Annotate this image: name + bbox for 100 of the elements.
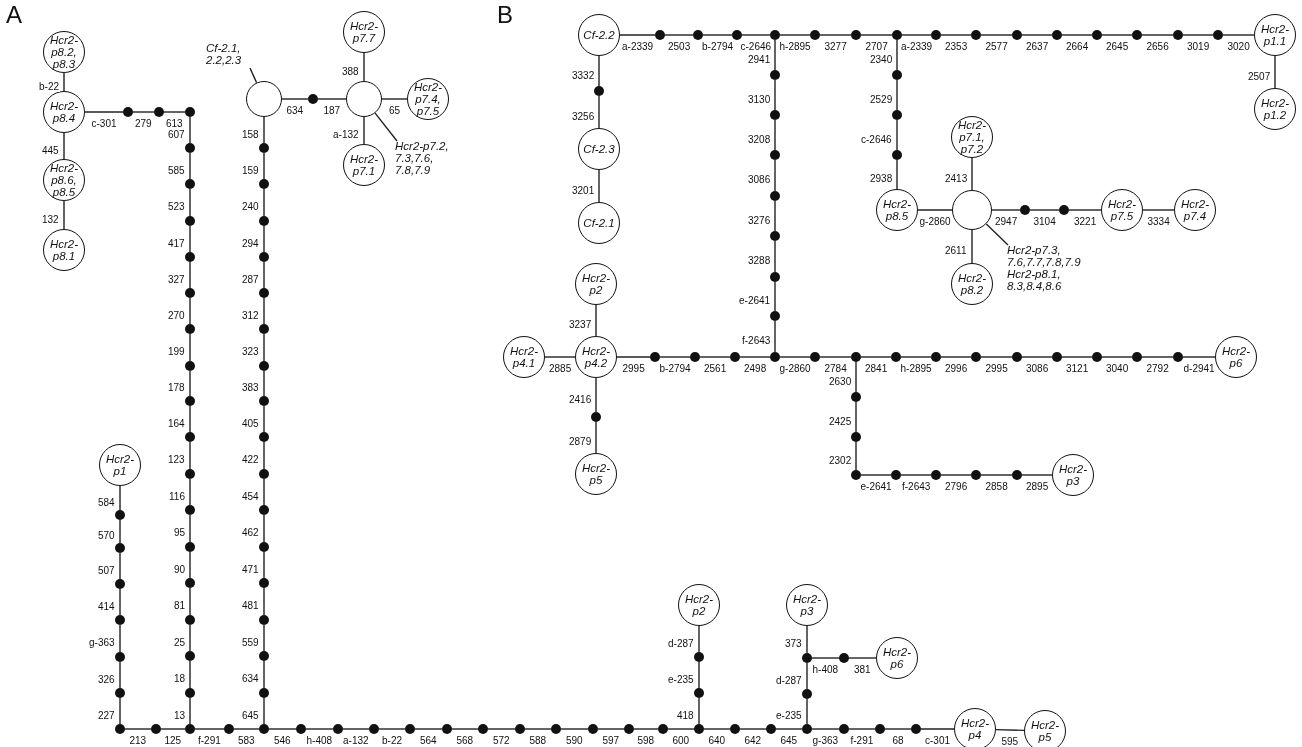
connector-line bbox=[1142, 209, 1175, 211]
median-vector-dot bbox=[259, 688, 269, 698]
median-vector-dot bbox=[185, 469, 195, 479]
edge-label: 642 bbox=[743, 735, 763, 746]
edge-label: h-2895 bbox=[899, 363, 933, 374]
connector-line bbox=[917, 209, 953, 211]
connector-line bbox=[896, 159, 898, 190]
median-vector-dot bbox=[891, 352, 901, 362]
connector-line bbox=[806, 698, 808, 725]
median-vector-dot bbox=[259, 724, 269, 734]
connector-line bbox=[189, 333, 191, 362]
median-vector-dot bbox=[185, 143, 195, 153]
edge-label: g-2860 bbox=[778, 363, 812, 374]
edge-label: 2416 bbox=[568, 393, 593, 405]
median-vector-dot bbox=[971, 470, 981, 480]
edge-label: a-132 bbox=[332, 129, 360, 140]
connector-line bbox=[414, 728, 443, 730]
edge-label: 294 bbox=[241, 237, 260, 249]
median-vector-dot bbox=[123, 107, 133, 117]
connector-line bbox=[667, 728, 695, 730]
connector-line bbox=[595, 421, 597, 454]
connector-line bbox=[995, 728, 1025, 732]
edge-label: 3256 bbox=[571, 110, 596, 122]
median-vector-dot bbox=[259, 252, 269, 262]
haplotype-circle: Hcr2- p7.5 bbox=[1101, 189, 1143, 231]
edge-label: 405 bbox=[241, 417, 260, 429]
edge-label: 2577 bbox=[984, 41, 1009, 52]
edge-label: 3121 bbox=[1065, 363, 1090, 374]
edge-label: 597 bbox=[601, 735, 621, 746]
connector-line bbox=[119, 588, 121, 616]
edge-label: 481 bbox=[241, 600, 260, 611]
median-vector-dot bbox=[259, 578, 269, 588]
haplotype-circle: Cf-2.1 bbox=[578, 202, 620, 244]
connector-line bbox=[774, 240, 776, 273]
edge-label: 213 bbox=[128, 735, 148, 746]
median-vector-dot bbox=[515, 724, 525, 734]
median-vector-dot bbox=[185, 252, 195, 262]
median-vector-dot bbox=[655, 30, 665, 40]
leader-line bbox=[985, 223, 1009, 246]
median-vector-dot bbox=[1052, 30, 1062, 40]
edge-label: 607 bbox=[167, 128, 186, 140]
connector-line bbox=[940, 474, 972, 476]
haplotype-circle: Hcr2- p4 bbox=[954, 708, 996, 747]
median-vector-dot bbox=[875, 724, 885, 734]
connector-line bbox=[595, 304, 597, 337]
edge-label: 471 bbox=[241, 563, 260, 575]
edge-label: 634 bbox=[241, 673, 260, 684]
median-vector-dot bbox=[259, 288, 269, 298]
haplotype-circle: Hcr2- p7.4 bbox=[1174, 189, 1216, 231]
edge-label: 564 bbox=[419, 735, 438, 746]
edge-label: 2353 bbox=[944, 41, 969, 52]
median-vector-dot bbox=[259, 615, 269, 625]
median-vector-dot bbox=[892, 70, 902, 80]
connector-line bbox=[189, 551, 191, 579]
connector-line bbox=[855, 401, 857, 433]
median-vector-dot bbox=[1012, 30, 1022, 40]
edge-label: 2302 bbox=[828, 454, 853, 466]
connector-line bbox=[811, 728, 840, 730]
connector-line bbox=[774, 79, 776, 111]
connector-line bbox=[819, 356, 852, 358]
connector-line bbox=[739, 356, 771, 358]
median-vector-dot bbox=[588, 724, 598, 734]
connector-line bbox=[739, 728, 767, 730]
connector-line bbox=[189, 697, 191, 725]
median-vector-dot bbox=[1092, 352, 1102, 362]
edge-label: 3221 bbox=[1073, 216, 1098, 227]
connector-line bbox=[281, 98, 309, 100]
connector-line bbox=[263, 624, 265, 652]
median-vector-dot bbox=[690, 352, 700, 362]
connector-line bbox=[664, 34, 694, 36]
edge-label: d-2941 bbox=[1182, 363, 1216, 374]
haplotype-circle: Hcr2- p6 bbox=[1215, 336, 1257, 378]
edge-label: d-287 bbox=[775, 674, 803, 686]
edge-label: 178 bbox=[167, 382, 186, 393]
edge-label: 159 bbox=[241, 164, 260, 176]
edge-label: 645 bbox=[779, 735, 799, 746]
median-vector-dot bbox=[851, 392, 861, 402]
connector-line bbox=[855, 441, 857, 471]
connector-line bbox=[63, 132, 65, 160]
edge-label: 2796 bbox=[944, 481, 969, 492]
median-vector-dot bbox=[1052, 352, 1062, 362]
median-vector-dot bbox=[931, 30, 941, 40]
connector-line bbox=[189, 152, 191, 180]
median-vector-dot bbox=[405, 724, 415, 734]
connector-line bbox=[1222, 34, 1255, 36]
connector-line bbox=[487, 728, 516, 730]
connector-line bbox=[900, 474, 932, 476]
edge-label: 373 bbox=[784, 638, 803, 649]
connector-line bbox=[980, 34, 1013, 36]
edge-label: h-2895 bbox=[778, 41, 812, 52]
haplotype-circle: Hcr2- p8.2 bbox=[951, 263, 993, 305]
edge-label: g-2860 bbox=[918, 216, 952, 227]
connector-line bbox=[741, 34, 771, 36]
edge-label: 2885 bbox=[548, 363, 573, 374]
haplotype-circle: Hcr2- p8.6, p8.5 bbox=[43, 159, 85, 201]
edge-label: 2529 bbox=[869, 93, 894, 105]
haplotype-circle: Hcr2- p8.5 bbox=[876, 189, 918, 231]
edge-label: 3277 bbox=[823, 41, 848, 52]
edge-label: 2656 bbox=[1145, 41, 1170, 52]
median-vector-dot bbox=[802, 689, 812, 699]
